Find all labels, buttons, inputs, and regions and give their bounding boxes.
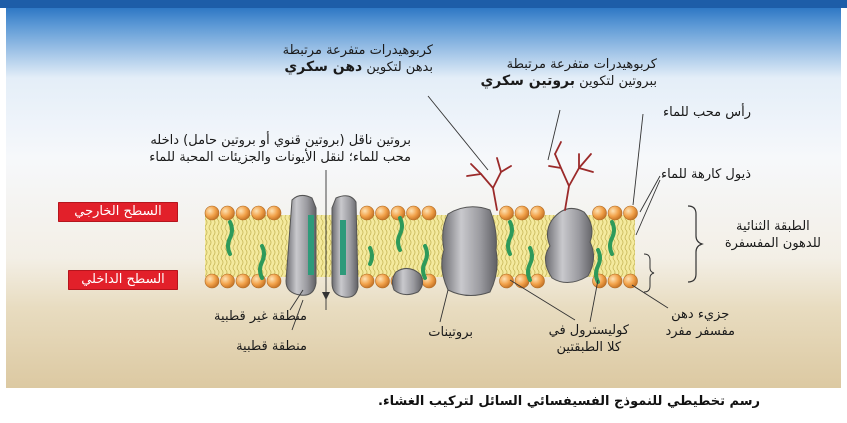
phospholipid-head xyxy=(205,206,219,220)
phospholipid-head xyxy=(531,274,545,288)
glycoprotein-label: كربوهيدرات متفرعة مرتبطة ببروتين لتكوين … xyxy=(480,56,657,90)
phospholipid-head xyxy=(608,206,622,220)
bilayer-brace xyxy=(688,206,702,282)
phospholipid-head xyxy=(236,274,250,288)
figure-caption: رسم تخطيطي للنموذج الفسيفسائي السائل لتر… xyxy=(80,394,760,409)
phospholipid-head xyxy=(376,274,390,288)
phospholipid-head xyxy=(252,274,266,288)
phospholipid-head xyxy=(221,206,235,220)
phospholipid-head xyxy=(608,274,622,288)
phospholipid-head xyxy=(236,206,250,220)
carbohydrate-chains xyxy=(467,142,593,210)
phospholipid-head xyxy=(624,274,638,288)
hydrophobic-tails-label: ذيول كارهة للماء xyxy=(661,166,751,183)
glycolipid-label: كربوهيدرات متفرعة مرتبطة بدهن لتكوين دهن… xyxy=(283,42,433,76)
phospholipid-head xyxy=(407,206,421,220)
phospholipid-head xyxy=(360,274,374,288)
phospholipid-head xyxy=(624,206,638,220)
single-phospholipid-label: جزيء دهن مفسفر مفرد xyxy=(665,306,735,340)
phospholipid-head xyxy=(221,274,235,288)
carrier-protein-label: بروتين ناقل (بروتين قنوي أو بروتين حامل)… xyxy=(149,132,411,166)
peripheral-protein xyxy=(392,268,422,294)
phospholipid-head xyxy=(391,206,405,220)
proteins-label: بروتينات xyxy=(428,324,473,341)
hydrophilic-head-label: رأس محب للماء xyxy=(663,104,751,121)
inner-surface-tag: السطح الداخلي xyxy=(68,270,178,290)
bilayer-label: الطبقة الثنائية للدهون المفسفرة xyxy=(725,218,821,252)
phospholipid-head xyxy=(267,274,281,288)
polar-region-label: منطقة قطبية xyxy=(236,338,307,355)
cholesterol-label: كوليسترول في كلا الطبقتين xyxy=(549,322,629,356)
phospholipid-head xyxy=(593,206,607,220)
phospholipid-head xyxy=(515,206,529,220)
phospholipid-head xyxy=(252,206,266,220)
phospholipid-head xyxy=(205,274,219,288)
glycoprotein xyxy=(545,208,593,282)
phospholipid-head xyxy=(422,206,436,220)
phospholipid-head xyxy=(531,206,545,220)
integral-protein xyxy=(442,207,497,296)
phospholipid-head xyxy=(500,206,514,220)
phospholipid-head xyxy=(360,206,374,220)
single-lipid-brace xyxy=(644,254,654,292)
phospholipid-head xyxy=(376,206,390,220)
outer-surface-tag: السطح الخارجي xyxy=(58,202,178,222)
phospholipid-head xyxy=(267,206,281,220)
down-arrow xyxy=(322,292,330,300)
nonpolar-region-label: منطقة غير قطبية xyxy=(214,308,307,325)
